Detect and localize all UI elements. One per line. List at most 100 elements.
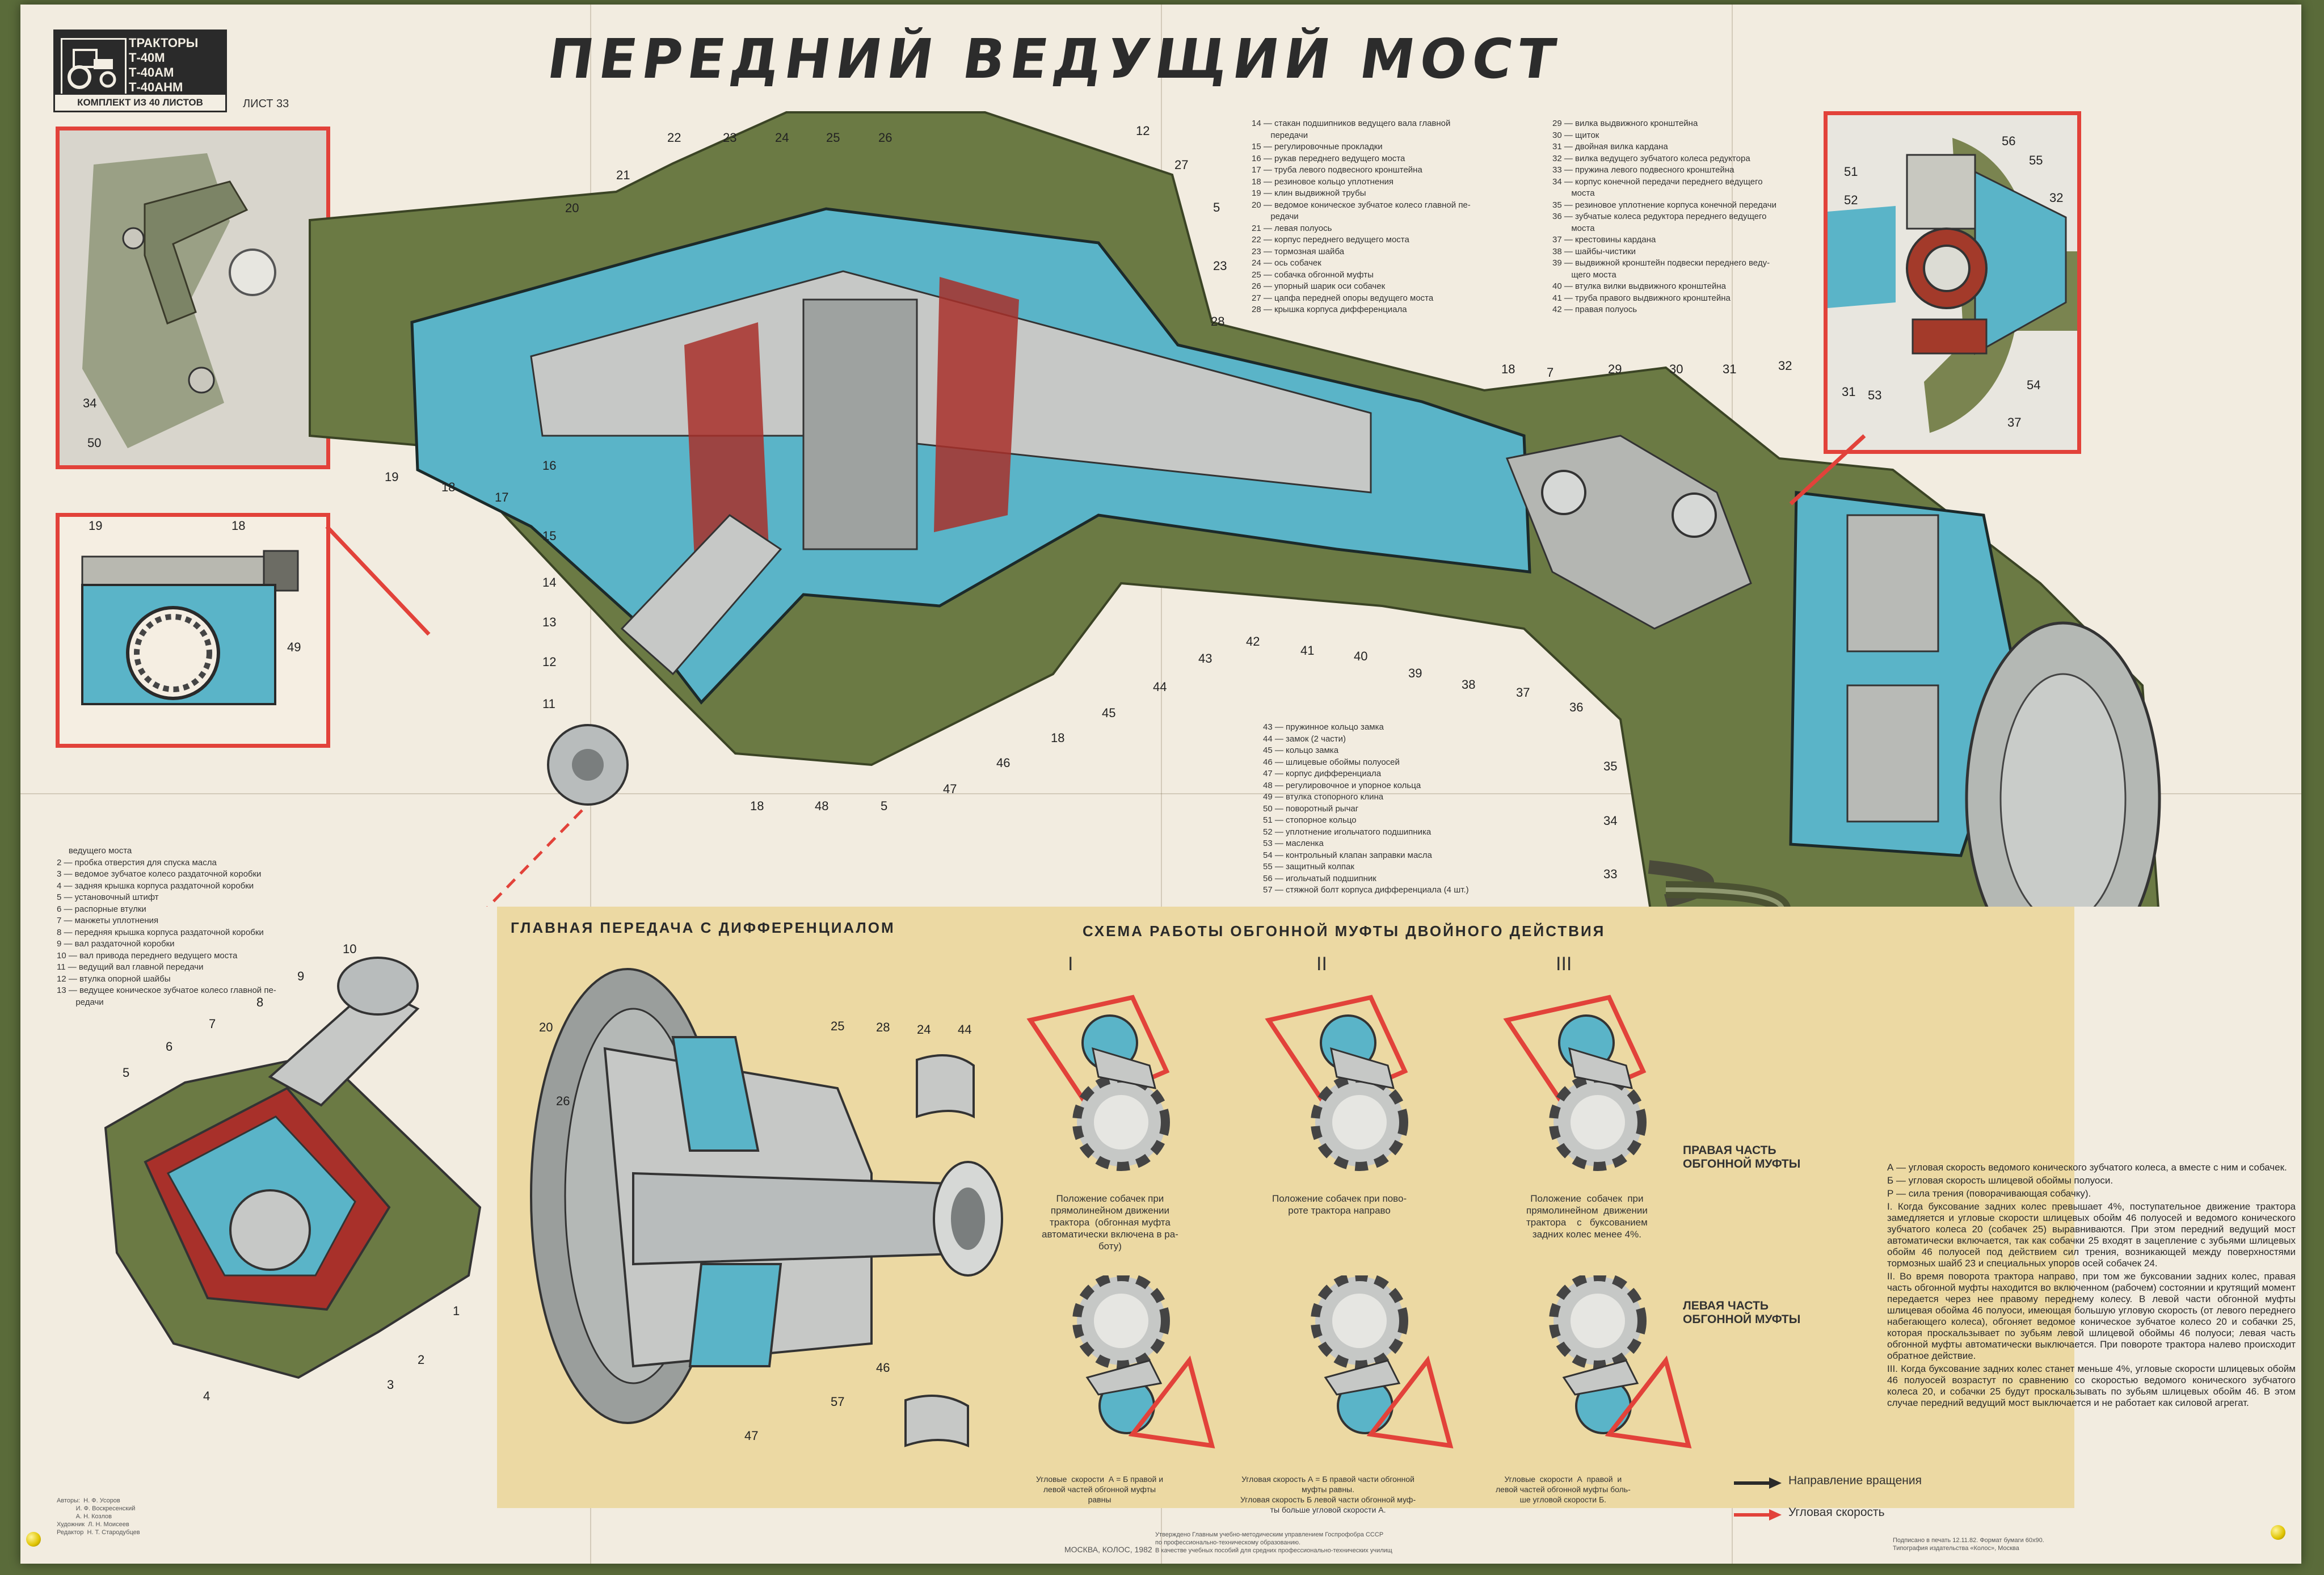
- callout-19-main: 19: [385, 470, 399, 484]
- bottom-caption-mode-ii: Угловая скорость А = Б правой части обго…: [1240, 1475, 1416, 1514]
- pushpin-icon: [26, 1532, 41, 1547]
- callout-49: 49: [287, 640, 301, 654]
- callout-8: 8: [256, 995, 264, 1009]
- callout-15: 15: [542, 529, 557, 543]
- main-axle-cutaway: [309, 111, 2161, 907]
- callout-5: 5: [1213, 200, 1220, 214]
- series-badge: ТРАКТОРЫ Т-40М Т-40АМ Т-40АНМ КОМПЛЕКТ И…: [53, 30, 227, 112]
- callout-27: 27: [1174, 158, 1189, 172]
- callout-7-left: 7: [209, 1017, 216, 1031]
- badge-line: Т-40АНМ: [129, 80, 183, 94]
- transfer-box-illustration: [104, 957, 482, 1379]
- callout-18: 18: [231, 519, 246, 533]
- clutch-diagram: [1026, 995, 1170, 1171]
- callout-13: 13: [542, 615, 557, 629]
- callout-39: 39: [1408, 666, 1422, 680]
- legend-parts-29-42: 29 — вилка выдвижного кронштейна 30 — щи…: [1552, 119, 1776, 314]
- callout-40: 40: [1354, 649, 1368, 663]
- callout-50: 50: [87, 436, 102, 450]
- callout-5-bottom: 5: [881, 799, 888, 813]
- differential-illustration: [530, 968, 1003, 1447]
- callout-29: 29: [1608, 362, 1622, 376]
- callout-3: 3: [387, 1378, 394, 1392]
- callout-17: 17: [495, 490, 509, 504]
- callout-24-diff: 24: [917, 1022, 931, 1037]
- callout-28: 28: [1211, 314, 1225, 329]
- explanation-paragraph: III. Когда буксование задних колес стане…: [1887, 1363, 2296, 1408]
- callout-26: 26: [878, 130, 892, 145]
- sheet-number: ЛИСТ 33: [243, 98, 289, 110]
- callout-12-left: 12: [542, 655, 557, 669]
- callout-41: 41: [1300, 643, 1315, 658]
- fold-line: [20, 793, 2301, 794]
- publisher-imprint: МОСКВА, КОЛОС, 1982: [1064, 1545, 1152, 1554]
- callout-56: 56: [2002, 134, 2016, 148]
- explanation-text: А — угловая скорость ведомого коническог…: [1887, 1162, 2296, 1410]
- callout-37: 37: [1516, 685, 1530, 700]
- callout-46-diff: 46: [876, 1361, 890, 1375]
- explanation-paragraph: Р — сила трения (поворачивающая собачку)…: [1887, 1188, 2091, 1199]
- callout-18-right: 18: [1501, 362, 1515, 376]
- caption-mode-i: Положение собачек при прямолинейном движ…: [1042, 1193, 1178, 1252]
- callout-48: 48: [815, 799, 829, 813]
- badge-set-label: КОМПЛЕКТ ИЗ 40 ЛИСТОВ: [55, 94, 225, 111]
- callout-18-mid: 18: [1051, 731, 1065, 745]
- callout-37: 37: [2007, 415, 2022, 429]
- explanation-paragraph: Б — угловая скорость шлицевой обоймы пол…: [1887, 1175, 2114, 1186]
- callout-46: 46: [996, 756, 1011, 770]
- inset-wedge-bushing: [56, 513, 330, 748]
- callout-7: 7: [1547, 365, 1554, 380]
- callout-51: 51: [1844, 165, 1858, 179]
- callout-26-diff: 26: [556, 1094, 570, 1108]
- rotation-arrow-icon: [1734, 1477, 1782, 1489]
- callout-31: 31: [1842, 385, 1856, 399]
- callout-52: 52: [1844, 193, 1858, 207]
- clutch-diagram: [1503, 995, 1647, 1171]
- callout-33: 33: [1603, 867, 1618, 881]
- badge-line: Т-40АМ: [129, 65, 174, 79]
- callout-18-main: 18: [441, 480, 456, 494]
- mode-label-ii: II: [1316, 953, 1327, 975]
- callout-47: 47: [943, 782, 957, 796]
- callout-10: 10: [343, 942, 357, 956]
- badge-lines: ТРАКТОРЫ Т-40М Т-40АМ Т-40АНМ: [129, 36, 198, 95]
- callout-22: 22: [667, 130, 681, 145]
- explanation-paragraph: I. Когда буксование задних колес превыша…: [1887, 1201, 2296, 1269]
- callout-1: 1: [453, 1304, 460, 1318]
- bottom-caption-mode-iii: Угловые скорости А правой и левой частей…: [1496, 1475, 1631, 1504]
- callout-35: 35: [1603, 759, 1618, 773]
- callout-23-right: 23: [1213, 259, 1227, 273]
- callout-2: 2: [418, 1353, 425, 1367]
- credits-approval: Утверждено Главным учебно-методическим у…: [1155, 1531, 1392, 1554]
- clutch-diagram: [1311, 1275, 1454, 1448]
- callout-5-left: 5: [123, 1066, 130, 1080]
- callout-28-diff: 28: [876, 1020, 890, 1034]
- clutch-diagram: [1072, 1275, 1215, 1448]
- callout-18-bottom: 18: [750, 799, 764, 813]
- callout-11: 11: [542, 697, 555, 711]
- callout-20: 20: [565, 201, 579, 215]
- callout-43: 43: [1198, 651, 1212, 666]
- callout-24: 24: [775, 130, 789, 145]
- label-left-part: ЛЕВАЯ ЧАСТЬ ОБГОННОЙ МУФТЫ: [1683, 1299, 1801, 1326]
- badge-line: Т-40М: [129, 50, 165, 65]
- callout-44: 44: [1153, 680, 1167, 694]
- callout-14: 14: [542, 575, 557, 589]
- legend-parts-14-28: 14 — стакан подшипников ведущего вала гл…: [1252, 119, 1471, 314]
- angular-speed-arrow-icon: [1734, 1509, 1782, 1521]
- callout-9: 9: [297, 969, 305, 983]
- callout-6: 6: [166, 1039, 173, 1054]
- clutch-diagram: [1549, 1275, 1692, 1448]
- callout-54: 54: [2027, 378, 2041, 392]
- explanation-paragraph: А — угловая скорость ведомого коническог…: [1887, 1162, 2287, 1173]
- pushpin-icon: [2271, 1525, 2285, 1540]
- legend-parts-43-57: 43 — пружинное кольцо замка 44 — замок (…: [1263, 722, 1469, 895]
- callout-38: 38: [1462, 677, 1476, 692]
- swivel-arm-illustration: [60, 130, 326, 465]
- fold-line: [1161, 5, 1162, 1564]
- badge-line: ТРАКТОРЫ: [129, 36, 199, 50]
- credits-authors: Авторы: Н. Ф. Усоров И. Ф. Воскресенский…: [57, 1497, 140, 1536]
- callout-23: 23: [723, 130, 737, 145]
- label-right-part: ПРАВАЯ ЧАСТЬ ОБГОННОЙ МУФТЫ: [1683, 1144, 1801, 1170]
- credits-printing: Подписано в печать 12.11.82. Формат бума…: [1893, 1537, 2044, 1552]
